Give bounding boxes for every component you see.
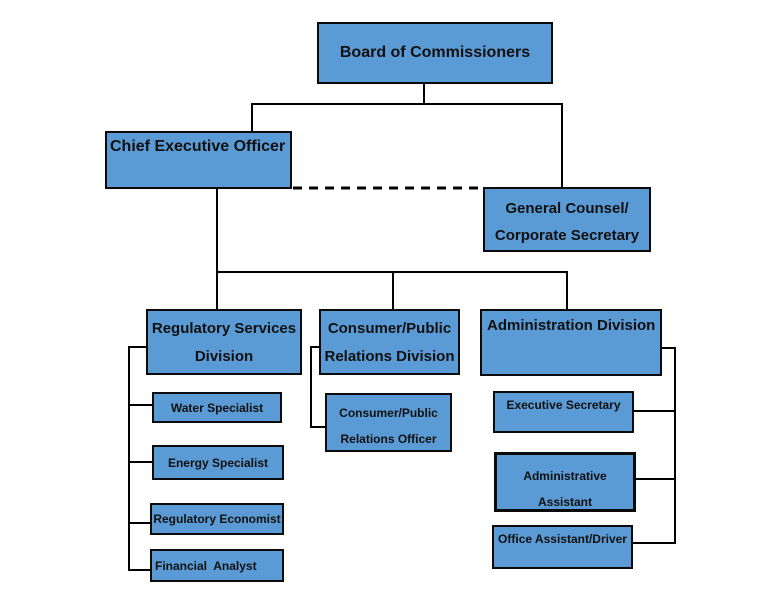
node-label: Relations Division (324, 348, 455, 365)
node-office-assistant-driver: Office Assistant/Driver (492, 525, 633, 569)
node-energy-specialist: Energy Specialist (152, 445, 284, 480)
node-consumer-public-relations-division: Consumer/Public Relations Division (319, 309, 460, 375)
node-label: Regulatory Services (151, 320, 297, 337)
node-regulatory-services-division: Regulatory Services Division (146, 309, 302, 375)
node-water-specialist: Water Specialist (152, 392, 282, 423)
node-financial-analyst: Financial Analyst (150, 549, 284, 582)
connector-regulatory-children (128, 346, 152, 571)
node-administrative-assistant: Administrative Assistant (494, 452, 636, 512)
node-chief-executive-officer: Chief Executive Officer (105, 131, 292, 189)
node-label: Corporate Secretary (494, 227, 640, 244)
node-label: General Counsel/ (505, 200, 629, 217)
node-label: Relations Officer (340, 432, 437, 446)
node-label: Energy Specialist (167, 455, 269, 470)
node-label: Water Specialist (170, 400, 264, 415)
node-board-of-commissioners: Board of Commissioners (317, 22, 553, 84)
node-label: Chief Executive Officer (110, 138, 286, 155)
node-label: Board of Commissioners (339, 44, 531, 61)
connector-admin-children (633, 347, 676, 544)
node-label: Financial Analyst (155, 558, 257, 573)
connector-board-to-level2 (251, 84, 563, 187)
node-label: Office Assistant/Driver (498, 532, 627, 546)
node-executive-secretary: Executive Secretary (493, 391, 634, 433)
node-regulatory-economist: Regulatory Economist (150, 503, 284, 535)
node-label: Consumer/Public (327, 320, 452, 337)
node-label: Division (194, 348, 254, 365)
node-administration-division: Administration Division (480, 309, 662, 376)
node-label: Consumer/Public (339, 406, 438, 420)
connector-ceo-to-divisions (216, 189, 568, 309)
node-label: Administrative (523, 469, 607, 483)
node-consumer-public-relations-officer: Consumer/Public Relations Officer (325, 393, 452, 452)
node-general-counsel-corporate-secretary: General Counsel/ Corporate Secretary (483, 187, 651, 252)
node-label: Assistant (537, 495, 593, 509)
node-label: Regulatory Economist (153, 512, 281, 526)
connector-consumer-officer (310, 346, 325, 428)
node-label: Executive Secretary (506, 398, 621, 412)
node-label: Administration Division (487, 317, 656, 334)
